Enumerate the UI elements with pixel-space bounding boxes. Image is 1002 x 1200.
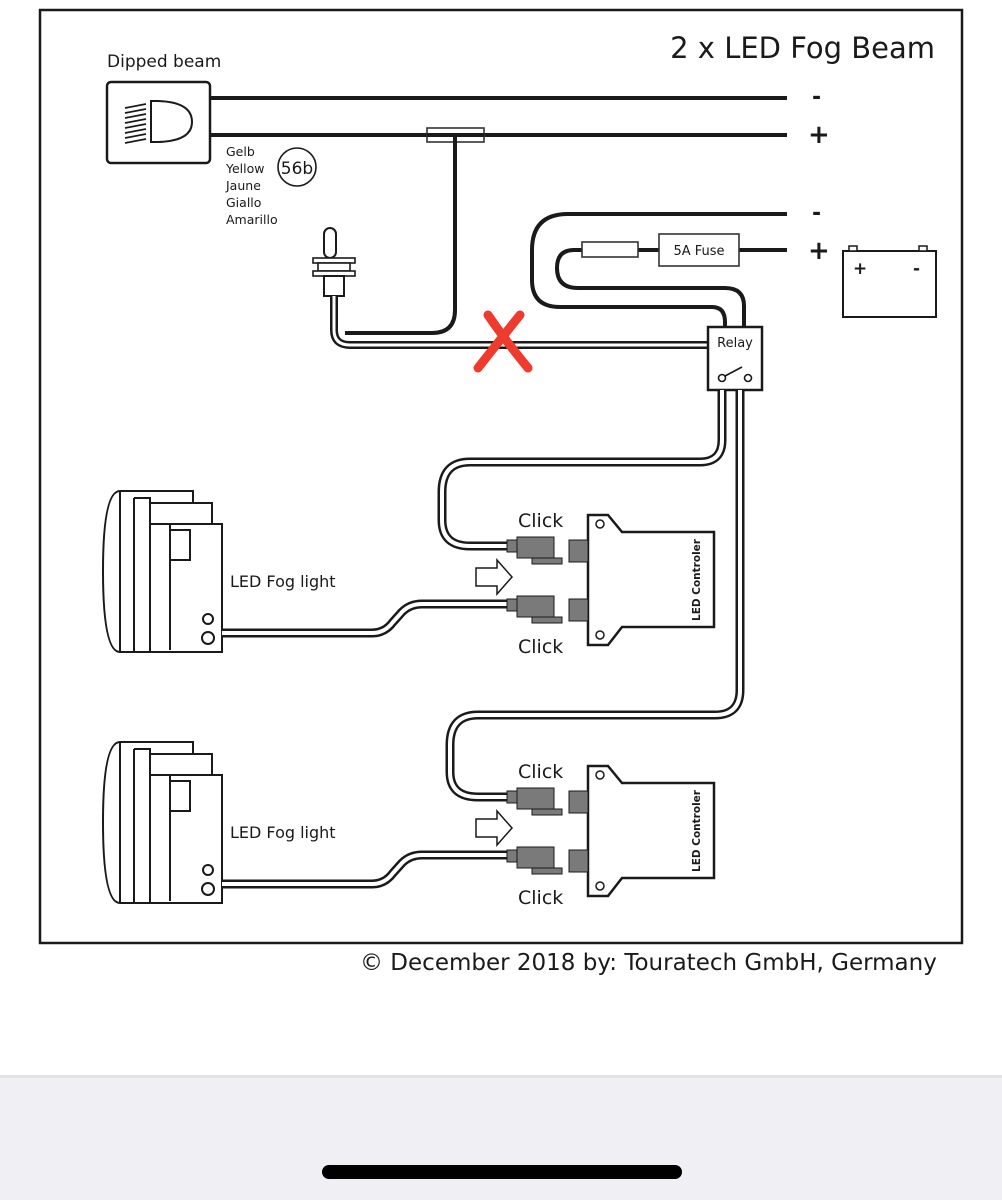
removed-connection-x-mark	[473, 310, 533, 373]
fuse-label: 5A Fuse	[673, 244, 724, 259]
toggle-plug-icon	[312, 227, 356, 297]
svg-text:Giallo: Giallo	[226, 195, 261, 210]
svg-text:Yellow: Yellow	[225, 161, 264, 176]
fog-light-label-1: LED Fog light	[230, 572, 336, 591]
battery-minus-sign: -	[913, 259, 920, 279]
top-plus-sign: +	[808, 120, 830, 150]
click-label-top-1: Click	[518, 510, 563, 532]
relay-switch-icon	[717, 366, 753, 383]
dipped-beam-label: Dipped beam	[107, 52, 221, 72]
relay-label: Relay	[717, 336, 753, 351]
push-arrow-icon	[475, 558, 514, 596]
fog-light-label-2: LED Fog light	[230, 823, 336, 842]
connector-icon	[506, 787, 589, 875]
svg-text:Gelb: Gelb	[226, 144, 255, 159]
battery-icon	[842, 245, 937, 318]
led-controller-2	[475, 764, 716, 898]
diagram-title: 2 x LED Fog Beam	[670, 31, 935, 65]
svg-text:Jaune: Jaune	[225, 178, 261, 193]
terminal-56b-circle	[277, 147, 317, 187]
fog-light-icon-2	[101, 741, 223, 904]
battery-minus-wire	[530, 212, 787, 329]
click-label-top-2: Click	[518, 761, 563, 783]
headlight-icon	[105, 80, 212, 165]
tap-wire	[345, 135, 457, 335]
home-indicator[interactable]	[322, 1165, 682, 1179]
terminal-56b-label: 56b	[281, 159, 313, 179]
fog-light-icon-1	[101, 490, 223, 653]
relay-output-wires	[437, 390, 745, 802]
wiring-diagram: 2 x LED Fog Beam Dipped beam - + Gelb Ye…	[38, 8, 964, 945]
copyright-notice: © December 2018 by: Touratech GmbH, Germ…	[360, 950, 937, 976]
top-minus-sign: -	[812, 85, 821, 110]
battery-plus-wire-sign: +	[808, 236, 830, 266]
controller-label-2: LED Controler	[691, 789, 703, 872]
wire-color-labels: Gelb Yellow Jaune Giallo Amarillo	[225, 144, 278, 227]
click-label-bottom-2: Click	[518, 887, 563, 909]
click-label-bottom-1: Click	[518, 636, 563, 658]
push-arrow-icon	[475, 809, 514, 847]
svg-text:Amarillo: Amarillo	[226, 212, 278, 227]
fuse-box	[658, 233, 740, 267]
controller-label-1: LED Controler	[691, 538, 703, 621]
battery-plus-wire	[554, 248, 787, 329]
inline-fuse-holder	[581, 241, 639, 258]
connector-icon	[506, 536, 589, 624]
battery-minus-wire-sign: -	[812, 201, 821, 226]
relay-box	[706, 325, 764, 392]
battery-plus-sign: +	[853, 259, 867, 279]
led-controller-1	[475, 513, 716, 647]
bottom-toolbar	[0, 1075, 1002, 1200]
